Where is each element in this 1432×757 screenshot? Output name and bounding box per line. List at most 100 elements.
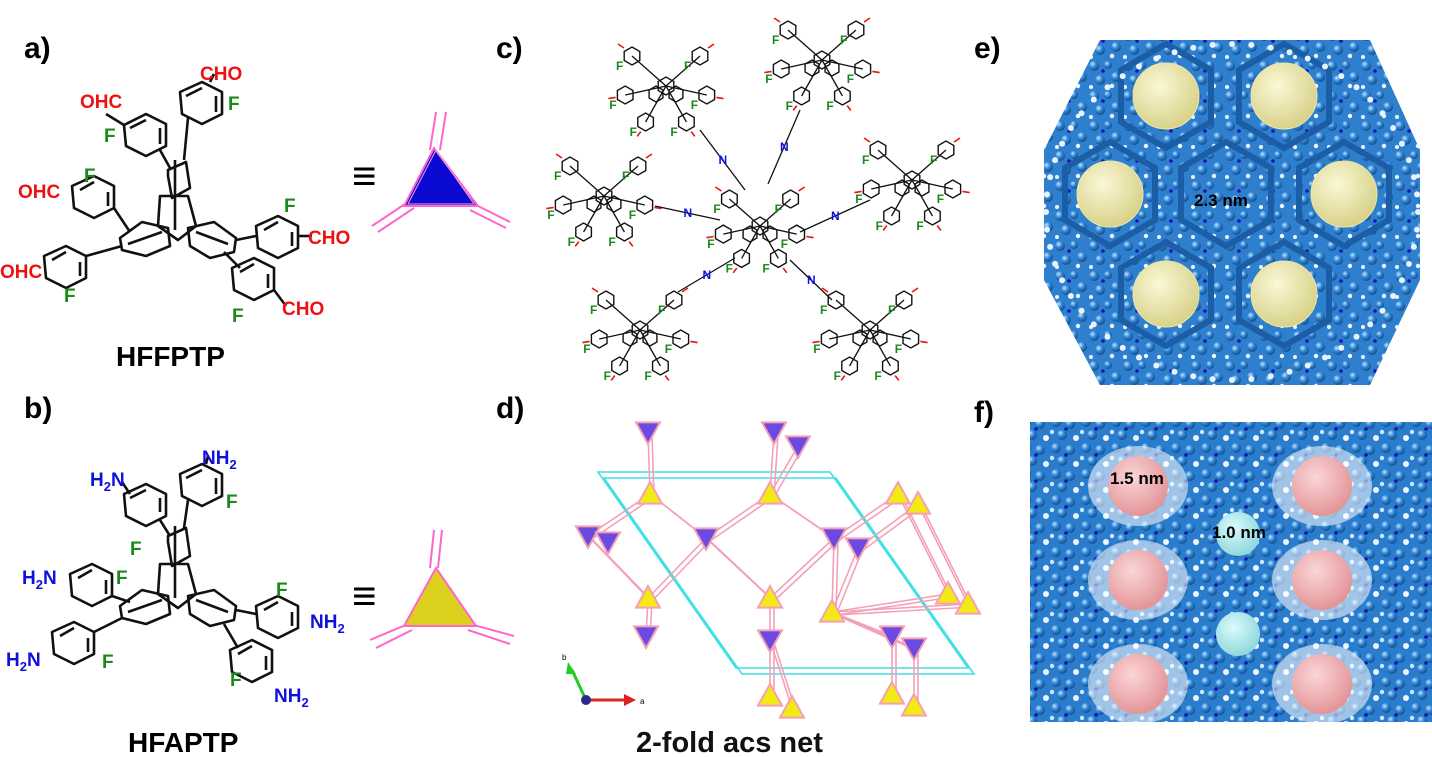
f-label-c: F bbox=[691, 98, 698, 112]
h-atom bbox=[1229, 377, 1235, 383]
net-node-blue bbox=[632, 625, 660, 651]
aryl-ring bbox=[691, 46, 709, 66]
aryl-ring bbox=[923, 206, 941, 226]
h-atom bbox=[1267, 44, 1274, 51]
f-label-b5: F bbox=[276, 580, 288, 601]
cho-label-top: CHO bbox=[200, 64, 242, 85]
aryl-ring bbox=[636, 195, 654, 215]
panel-label-e: e) bbox=[974, 32, 1001, 65]
core-ring bbox=[751, 216, 769, 236]
h-atom bbox=[1322, 354, 1328, 361]
f-label-c: F bbox=[765, 72, 772, 86]
f-label-b2: F bbox=[226, 492, 238, 513]
h-atom bbox=[1379, 110, 1386, 117]
aryl-ring bbox=[561, 156, 579, 176]
h-atom bbox=[1059, 277, 1066, 284]
f-label-c: F bbox=[590, 303, 597, 317]
f-label-c: F bbox=[895, 342, 902, 356]
f-label-c: F bbox=[547, 208, 554, 222]
aryl-ring bbox=[733, 248, 751, 269]
compound-name-a: HFFPTP bbox=[116, 341, 225, 372]
h-atom bbox=[1171, 368, 1178, 375]
h-atom bbox=[1390, 293, 1397, 299]
f-label-c: F bbox=[888, 303, 895, 317]
h-atom bbox=[1405, 157, 1412, 164]
net-node-blue bbox=[878, 625, 906, 651]
aryl-ring bbox=[883, 206, 901, 226]
net-edge bbox=[835, 540, 839, 616]
h-atom bbox=[1410, 174, 1417, 181]
core-ring bbox=[657, 76, 675, 96]
imine-n-label: N bbox=[780, 140, 789, 154]
aryl-ring bbox=[677, 112, 695, 132]
net-edge bbox=[835, 606, 973, 616]
f-label-c: F bbox=[775, 202, 782, 216]
pore-sphere-yellow bbox=[1076, 160, 1144, 228]
aryl-ring bbox=[575, 222, 593, 242]
equivalence-symbol-b: ≡ bbox=[352, 572, 377, 619]
aryl-ring bbox=[672, 329, 690, 349]
h-atom bbox=[1353, 84, 1360, 91]
net-edge bbox=[651, 540, 711, 602]
aryl-ring bbox=[698, 85, 716, 105]
core-ring bbox=[631, 320, 649, 340]
ohc-label-topleft: OHC bbox=[80, 92, 123, 113]
h-atom bbox=[1067, 125, 1074, 131]
f-label-c: F bbox=[622, 169, 629, 183]
f-label-a1: F bbox=[104, 126, 116, 147]
net-edge bbox=[769, 445, 799, 495]
unit-cell bbox=[596, 471, 976, 675]
pore-sphere-yellow bbox=[1250, 62, 1318, 130]
h-atom bbox=[1059, 140, 1066, 147]
hfaptp-structure bbox=[50, 455, 300, 684]
h-atom bbox=[1338, 73, 1345, 80]
aryl-ring bbox=[590, 329, 608, 349]
hex-channel-wall bbox=[1118, 238, 1214, 350]
aryl-ring bbox=[820, 329, 838, 349]
h2n-label-left: H2N bbox=[22, 568, 57, 592]
f-label-b4: F bbox=[102, 652, 114, 673]
h-atom bbox=[1209, 41, 1216, 48]
blue-triangle-node bbox=[371, 111, 511, 233]
aryl-ring bbox=[769, 248, 787, 269]
pore-sphere-pink bbox=[1108, 550, 1168, 610]
f-label-c: F bbox=[665, 342, 672, 356]
aryl-ring bbox=[611, 356, 629, 376]
net-edge bbox=[831, 611, 915, 649]
f-label-c: F bbox=[840, 33, 847, 47]
f-label-c: F bbox=[781, 237, 788, 251]
h-atom bbox=[1090, 321, 1097, 328]
aryl-ring bbox=[902, 329, 920, 349]
aryl-ring bbox=[665, 290, 683, 310]
h-atom bbox=[1405, 260, 1412, 267]
hffptp-substituents: CHO OHC OHC OHC CHO CHO F F F F F F bbox=[0, 64, 350, 327]
aryl-ring bbox=[895, 290, 913, 310]
h-atom bbox=[1390, 125, 1397, 131]
h-atom bbox=[1153, 55, 1160, 62]
net-edge bbox=[591, 538, 653, 602]
f-label-c: F bbox=[930, 153, 937, 167]
cho-label-bottomright: CHO bbox=[282, 299, 324, 320]
aryl-ring bbox=[833, 86, 851, 106]
aryl-ring bbox=[720, 189, 738, 209]
hex-channel-wall bbox=[1062, 138, 1158, 250]
h-atom bbox=[1248, 376, 1255, 383]
axis-a-label: a bbox=[640, 697, 645, 706]
f-label-c: F bbox=[713, 202, 720, 216]
f-label-c: F bbox=[583, 342, 590, 356]
ohc-label-left: OHC bbox=[18, 182, 61, 203]
f-label-c: F bbox=[604, 369, 611, 383]
h-atom bbox=[1414, 226, 1420, 233]
net-node-yellow bbox=[954, 589, 982, 615]
panel-label-c: c) bbox=[496, 32, 523, 65]
h-atom bbox=[1043, 209, 1049, 215]
net-node-yellow bbox=[884, 479, 912, 505]
f-label-c: F bbox=[820, 303, 827, 317]
imine-n-label: N bbox=[684, 206, 693, 220]
aryl-ring bbox=[937, 140, 955, 160]
h-atom bbox=[1171, 49, 1178, 56]
pore-sphere-pink bbox=[1108, 654, 1168, 714]
h-atom bbox=[1119, 73, 1126, 80]
aryl-ring bbox=[854, 59, 872, 79]
